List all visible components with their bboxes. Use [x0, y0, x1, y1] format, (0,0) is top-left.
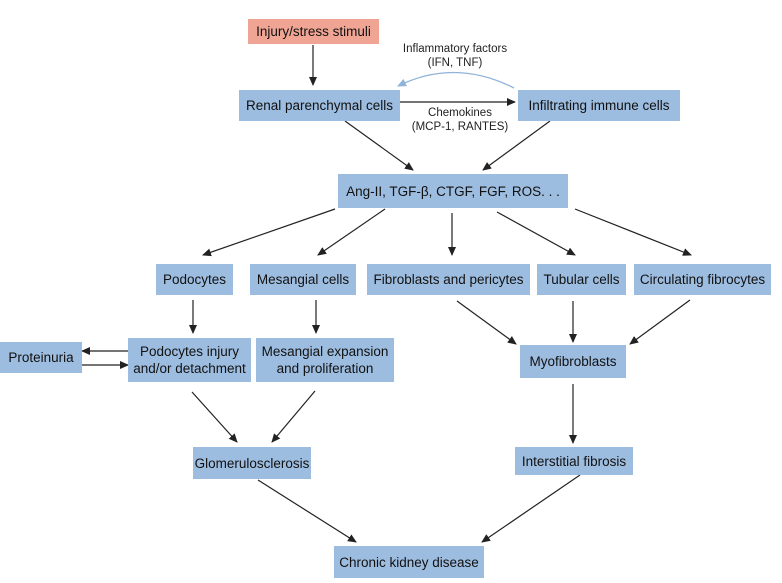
label-chemokines-line1: Chemokines	[428, 107, 492, 119]
node-mesangial-expansion-line1: Mesangial expansion	[261, 344, 389, 359]
node-injury-stress-stimuli: Injury/stress stimuli	[248, 19, 379, 44]
arrow-mediators-to-tubular	[496, 211, 576, 256]
arrow-injury-to-glomerulosclerosis	[191, 391, 238, 443]
node-fibroblasts-pericytes: Fibroblasts and pericytes	[367, 264, 530, 295]
node-podocytes: Podocytes	[156, 264, 233, 295]
label-chemokines: Chemokines (MCP-1, RANTES)	[400, 106, 520, 134]
node-circulating-fibrocytes: Circulating fibrocytes	[634, 264, 771, 295]
node-mesangial-expansion: Mesangial expansion and proliferation	[256, 338, 394, 382]
arrow-renal-to-mediators	[344, 120, 414, 171]
node-mesangial-cells: Mesangial cells	[250, 264, 356, 295]
label-inflammatory-line2: (IFN, TNF)	[427, 57, 483, 69]
arrow-glomerulosclerosis-to-ckd	[257, 479, 357, 543]
arrow-mediators-to-podocytes	[202, 208, 336, 257]
arrow-fibrocytes-to-myofibroblasts	[629, 299, 691, 345]
label-chemokines-line2: (MCP-1, RANTES)	[411, 121, 509, 133]
node-podocytes-injury-line2: and/or detachment	[133, 361, 246, 376]
node-mediators: Ang-II, TGF-β, CTGF, FGF, ROS. . .	[338, 174, 568, 208]
node-proteinuria: Proteinuria	[0, 342, 82, 373]
arrow-expansion-to-glomerulosclerosis	[271, 390, 316, 443]
label-inflammatory-factors: Inflammatory factors (IFN, TNF)	[390, 42, 520, 70]
arrow-fibroblasts-to-myofibroblasts	[456, 300, 517, 345]
node-mesangial-expansion-line2: and proliferation	[276, 361, 374, 376]
arrow-interstitial-to-ckd	[481, 474, 581, 543]
node-interstitial-fibrosis: Interstitial fibrosis	[515, 447, 633, 475]
node-myofibroblasts: Myofibroblasts	[520, 345, 626, 378]
node-infiltrating-immune-cells: Infiltrating immune cells	[518, 90, 680, 121]
node-chronic-kidney-disease: Chronic kidney disease	[334, 546, 484, 578]
label-inflammatory-line1: Inflammatory factors	[402, 43, 508, 55]
arrow-inflammatory-feedback	[397, 71, 515, 89]
node-glomerulosclerosis: Glomerulosclerosis	[193, 447, 311, 479]
node-tubular-cells: Tubular cells	[537, 264, 626, 295]
arrow-mediators-to-mesangial	[317, 208, 386, 256]
node-podocytes-injury: Podocytes injury and/or detachment	[128, 338, 251, 382]
node-podocytes-injury-line1: Podocytes injury	[139, 344, 240, 359]
arrow-mediators-to-fibrocytes	[574, 208, 692, 256]
arrow-infiltrating-to-mediators	[482, 120, 551, 171]
node-renal-parenchymal-cells: Renal parenchymal cells	[239, 90, 400, 121]
